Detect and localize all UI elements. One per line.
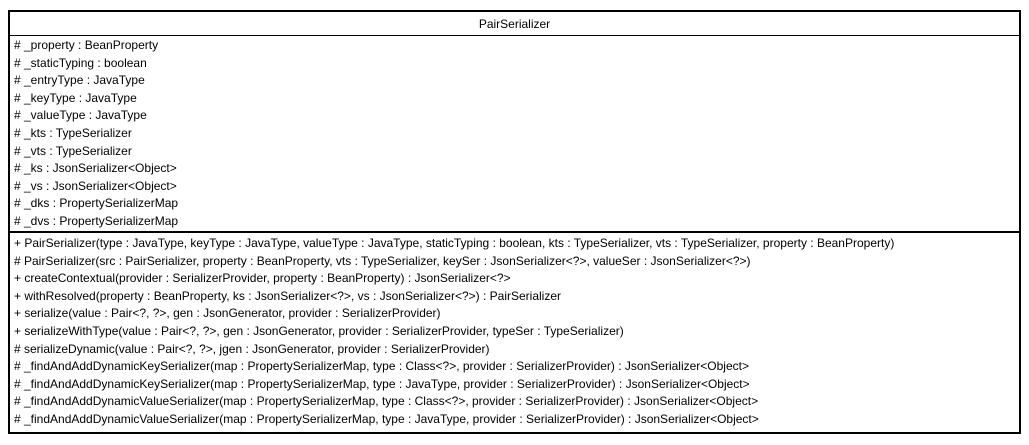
method-row: # _findAndAddDynamicValueSerializer(map …	[14, 411, 759, 426]
methods-compartment: + PairSerializer(type : JavaType, keyTyp…	[10, 233, 1019, 430]
uml-class-pairserializer: PairSerializer # _property : BeanPropert…	[8, 10, 1021, 434]
method-row: + withResolved(property : BeanProperty, …	[14, 288, 562, 303]
attribute-row: # _vs : JsonSerializer<Object>	[14, 178, 177, 193]
attribute-row: # _valueType : JavaType	[14, 108, 147, 123]
method-row: # _findAndAddDynamicKeySerializer(map : …	[14, 359, 749, 374]
method-row: + PairSerializer(type : JavaType, keyTyp…	[14, 236, 895, 250]
method-row: # serializeDynamic(value : Pair<?, ?>, j…	[14, 341, 490, 356]
attribute-row: # _ks : JsonSerializer<Object>	[14, 161, 177, 176]
class-name: PairSerializer	[478, 16, 551, 31]
attribute-row: # _staticTyping : boolean	[14, 55, 147, 70]
attributes-compartment: # _property : BeanProperty # _staticTypin…	[10, 36, 1019, 233]
attribute-row: # _kts : TypeSerializer	[14, 125, 132, 140]
attribute-row: # _dvs : PropertySerializerMap	[14, 213, 179, 228]
attribute-row: # _keyType : JavaType	[14, 90, 137, 105]
attribute-row: # _dks : PropertySerializerMap	[14, 196, 179, 211]
method-row: # _findAndAddDynamicValueSerializer(map …	[14, 394, 759, 409]
method-row: # _findAndAddDynamicKeySerializer(map : …	[14, 376, 750, 391]
method-row: + serialize(value : Pair<?, ?>, gen : Js…	[14, 306, 441, 321]
method-row: + serializeWithType(value : Pair<?, ?>, …	[14, 323, 624, 338]
method-row: # PairSerializer(src : PairSerializer, p…	[14, 253, 751, 268]
method-row: + createContextual(provider : Serializer…	[14, 271, 511, 286]
attribute-row: # _vts : TypeSerializer	[14, 143, 132, 158]
class-name-compartment: PairSerializer	[10, 12, 1019, 36]
attribute-row: # _entryType : JavaType	[14, 73, 145, 88]
attribute-row: # _property : BeanProperty	[14, 38, 159, 52]
